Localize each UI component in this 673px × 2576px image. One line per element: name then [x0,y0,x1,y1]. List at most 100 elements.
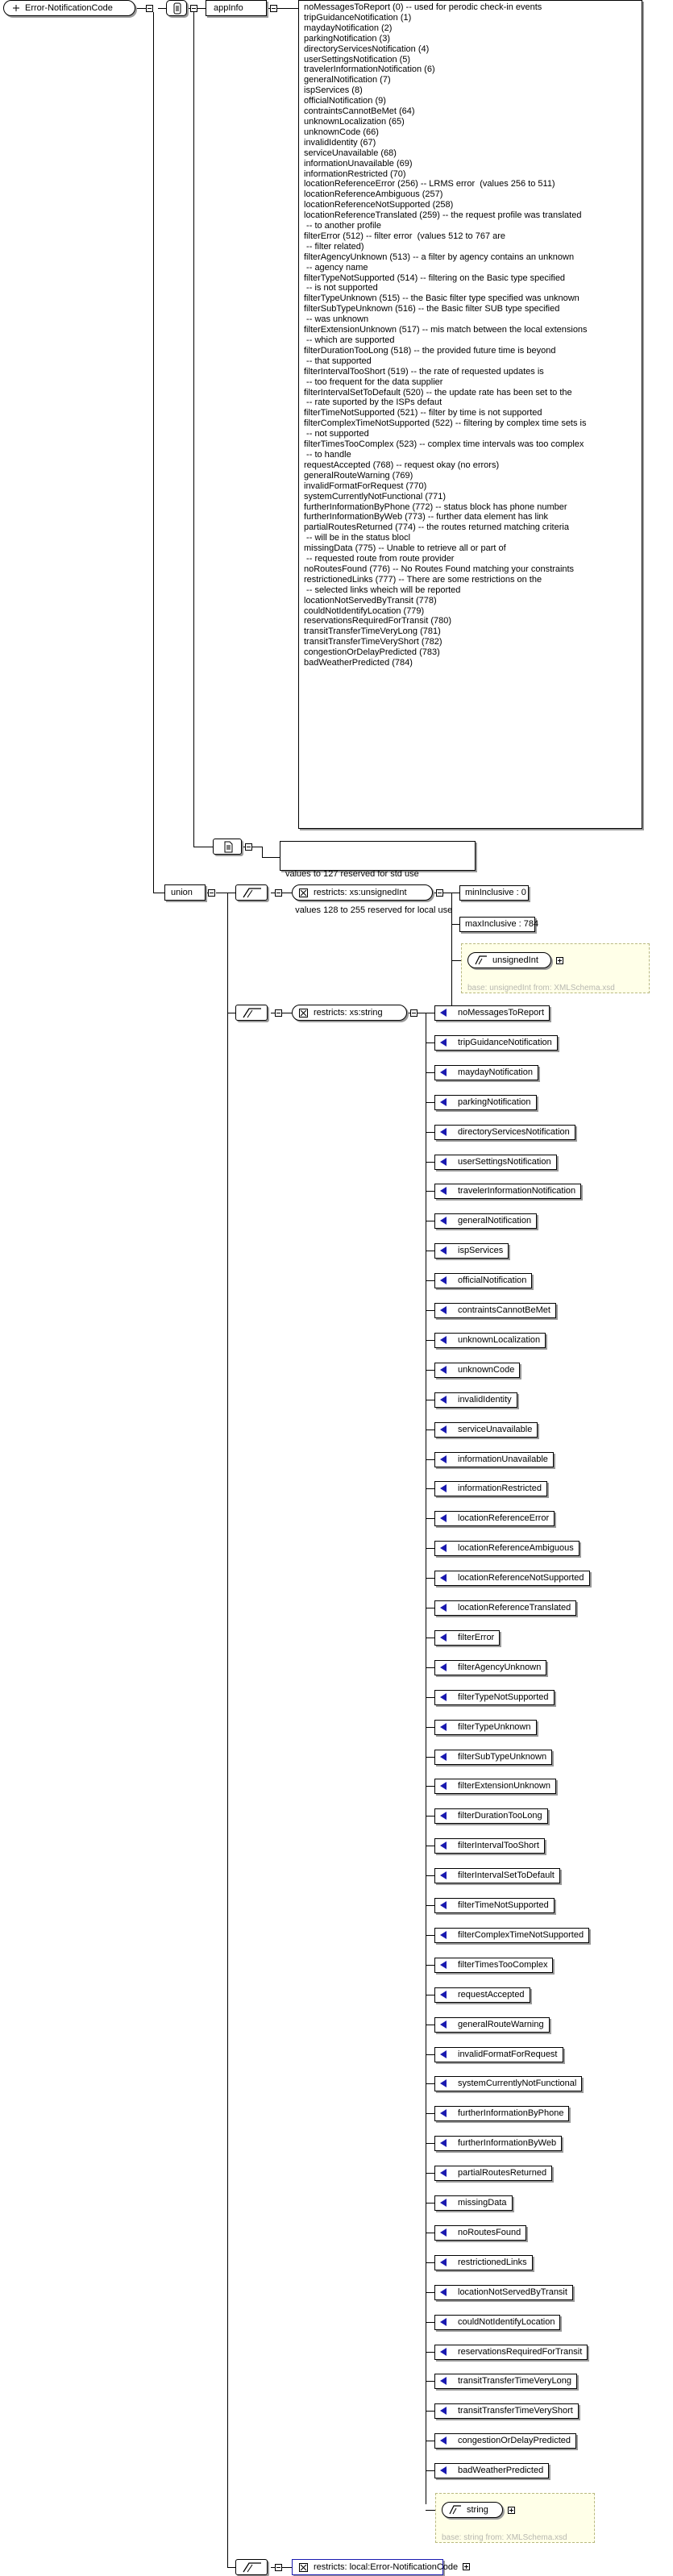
enumeration-icon [440,2318,447,2326]
enumeration-item[interactable]: filterIntervalSetToDefault [434,1868,560,1883]
enumeration-item[interactable]: tripGuidanceNotification [434,1035,558,1051]
member2-simpletype-node[interactable] [235,1005,268,1021]
enumeration-item[interactable]: filterTypeNotSupported [434,1690,555,1705]
string-expand-toggle[interactable] [508,2507,515,2514]
enumeration-item[interactable]: generalNotification [434,1213,538,1229]
documentation-line: filterIntervalTooShort (519) -- the rate… [304,366,544,377]
enumeration-item[interactable]: ispServices [434,1243,509,1259]
documentation-node[interactable] [213,839,242,855]
enumeration-item[interactable]: filterTypeUnknown [434,1720,537,1735]
enumeration-item[interactable]: reservationsRequiredForTransit [434,2345,588,2360]
enumeration-icon [440,1187,447,1195]
enumeration-item[interactable]: congestionOrDelayPredicted [434,2433,577,2449]
enumeration-item[interactable]: transitTransferTimeVeryLong [434,2374,578,2389]
enumeration-connector [426,2470,434,2471]
enumeration-item[interactable]: informationUnavailable [434,1452,554,1467]
enumeration-icon [440,1217,447,1225]
member3-collapse-toggle[interactable] [275,2564,282,2571]
enumeration-item[interactable]: generalRouteWarning [434,2017,550,2033]
enumeration-item[interactable]: officialNotification [434,1273,533,1288]
enumeration-item[interactable]: locationReferenceNotSupported [434,1571,590,1586]
enumeration-item[interactable]: parkingNotification [434,1095,537,1110]
documentation-line: -- is not supported [304,283,378,293]
appinfo-collapse-toggle[interactable] [270,5,277,12]
enumeration-icon [440,1514,447,1522]
member3-expand-toggle[interactable] [463,2563,471,2570]
enumeration-item[interactable]: informationRestricted [434,1481,547,1496]
enumeration-item[interactable]: filterTimeNotSupported [434,1898,555,1913]
string-type-node[interactable]: string [442,2502,503,2518]
annotation-node[interactable] [166,0,187,16]
enumeration-icon [440,1158,447,1166]
member2-collapse-toggle[interactable] [275,1009,282,1017]
enumeration-item[interactable]: unknownCode [434,1363,521,1378]
enumeration-item[interactable]: maydayNotification [434,1065,538,1080]
member2-restriction[interactable]: restricts: xs:string [292,1005,407,1021]
enumeration-item[interactable]: filterDurationTooLong [434,1808,548,1824]
enumeration-item[interactable]: invalidIdentity [434,1392,517,1408]
root-type-node[interactable]: Error-NotificationCode [3,0,135,16]
enumeration-item[interactable]: filterTimesTooComplex [434,1958,554,1973]
enumeration-item[interactable]: furtherInformationByPhone [434,2106,570,2121]
enumeration-item[interactable]: missingData [434,2195,513,2211]
documentation-line: filterAgencyUnknown (513) -- a filter by… [304,252,575,262]
enumeration-label: directoryServicesNotification [458,1127,570,1137]
documentation-line: restrictionedLinks (777) -- There are so… [304,574,542,585]
enumeration-item[interactable]: userSettingsNotification [434,1155,557,1170]
enumeration-item[interactable]: couldNotIdentifyLocation [434,2315,561,2330]
document-icon [224,841,233,853]
enumeration-item[interactable]: restrictionedLinks [434,2255,533,2270]
member3-simpletype-node[interactable] [235,2559,268,2575]
max-inclusive-facet: maxInclusive : 784 [459,917,538,932]
member1-collapse-toggle[interactable] [275,889,282,897]
unsignedint-type-node[interactable]: unsignedInt [467,952,551,968]
member2-restriction-toggle[interactable] [410,1009,418,1017]
enumeration-item[interactable]: directoryServicesNotification [434,1125,575,1140]
member1-restriction[interactable]: restricts: xs:unsignedInt [292,884,433,901]
documentation-line: -- not supported [304,429,369,439]
enumeration-item[interactable]: locationNotServedByTransit [434,2285,573,2300]
enumeration-label: filterDurationTooLong [458,1811,542,1821]
documentation-box: noMessagesToReport (0) -- used for perod… [298,0,642,829]
enumeration-item[interactable]: filterComplexTimeNotSupported [434,1928,590,1943]
enumeration-item[interactable]: noMessagesToReport [434,1005,550,1021]
documentation-line: partialRoutesReturned (774) -- the route… [304,522,569,533]
enumeration-item[interactable]: filterAgencyUnknown [434,1660,547,1675]
enumeration-item[interactable]: filterError [434,1630,501,1646]
enumeration-item[interactable]: invalidFormatForRequest [434,2047,563,2062]
documentation-line: -- was unknown [304,314,369,325]
enumeration-item[interactable]: locationReferenceTranslated [434,1600,577,1616]
documentation-line: reservationsRequiredForTransit (780) [304,616,451,626]
documentation-line: congestionOrDelayPredicted (783) [304,647,440,658]
union-node[interactable]: union [164,884,206,901]
enumeration-label: ispServices [458,1246,504,1255]
root-collapse-toggle[interactable] [146,5,153,12]
documentation-collapse-toggle[interactable] [245,843,252,851]
enumeration-item[interactable]: travelerInformationNotification [434,1184,582,1199]
enumeration-item[interactable]: transitTransferTimeVeryShort [434,2403,579,2419]
member3-restriction[interactable]: restricts: local:Error-NotificationCode [292,2559,471,2575]
enumeration-item[interactable]: unknownLocalization [434,1333,546,1348]
member1-restriction-toggle[interactable] [436,889,443,897]
enumeration-item[interactable]: filterSubTypeUnknown [434,1750,553,1765]
enumeration-item[interactable]: badWeatherPredicted [434,2463,550,2478]
union-collapse-toggle[interactable] [208,889,215,897]
enumeration-item[interactable]: locationReferenceAmbiguous [434,1541,580,1556]
appinfo-node[interactable]: appInfo [206,0,267,16]
enumeration-item[interactable]: furtherInformationByWeb [434,2136,563,2151]
enumeration-item[interactable]: serviceUnavailable [434,1422,538,1438]
enumeration-item[interactable]: filterIntervalTooShort [434,1838,545,1854]
annotation-collapse-toggle[interactable] [190,5,197,12]
enumeration-item[interactable]: requestAccepted [434,1987,530,2003]
enumeration-icon [440,1098,447,1106]
enumeration-item[interactable]: noRoutesFound [434,2225,527,2241]
enumeration-item[interactable]: filterExtensionUnknown [434,1779,556,1794]
unsignedint-expand-toggle[interactable] [556,957,563,964]
enumeration-item[interactable]: partialRoutesReturned [434,2166,553,2181]
documentation-line: filterComplexTimeNotSupported (522) -- f… [304,418,587,429]
enumeration-icon [440,1871,447,1879]
enumeration-item[interactable]: systemCurrentlyNotFunctional [434,2076,583,2091]
enumeration-item[interactable]: contraintsCannotBeMet [434,1303,556,1318]
member1-simpletype-node[interactable] [235,884,268,901]
enumeration-item[interactable]: locationReferenceError [434,1511,555,1526]
